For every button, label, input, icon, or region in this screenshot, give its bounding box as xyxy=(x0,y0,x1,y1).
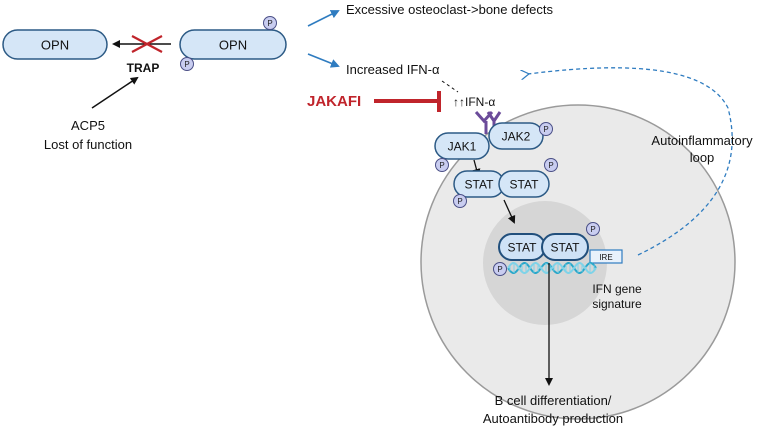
loop-label: Autoinflammatory xyxy=(651,133,753,148)
phospho-icon xyxy=(453,194,467,208)
bcell-label: B cell differentiation/ xyxy=(495,393,612,408)
opn-cleaved-label: OPN xyxy=(41,38,69,53)
autoinflammatory-loop-arrow xyxy=(528,67,733,256)
phospho-label: P xyxy=(439,161,444,170)
phospho-label: P xyxy=(497,265,502,274)
autoantibody-label: Autoantibody production xyxy=(483,411,623,426)
trap-label: TRAP xyxy=(127,61,160,75)
jak2: JAK2 P xyxy=(488,122,553,150)
excessive-osteoclast-text: Excessive osteoclast->bone defects xyxy=(346,2,554,17)
opn-cleaved: OPN xyxy=(2,29,108,60)
phospho-label: P xyxy=(590,225,595,234)
phospho-icon xyxy=(263,16,277,30)
ire-label: IRE xyxy=(599,253,612,262)
ifn-increase-arrow xyxy=(307,53,340,68)
jak1: JAK1 P xyxy=(434,132,490,172)
osteoclast-arrow xyxy=(307,10,340,27)
phospho-label: P xyxy=(184,60,189,69)
ifn-alpha-label: ↑↑IFN-α xyxy=(453,95,495,109)
ire-box xyxy=(589,249,623,264)
jak2-label: JAK2 xyxy=(502,130,531,144)
dna-helix-icon xyxy=(507,262,597,274)
opn-phospho-label: OPN xyxy=(219,38,247,53)
increased-ifn-text: Increased IFN-α xyxy=(346,62,440,77)
phospho-icon xyxy=(544,158,558,172)
phospho-label: P xyxy=(543,125,548,134)
acp5-label: ACP5 xyxy=(71,118,105,133)
stat-label: STAT xyxy=(510,178,540,192)
jak1-label: JAK1 xyxy=(448,140,477,154)
phospho-label: P xyxy=(267,19,272,28)
stat-label: STAT xyxy=(508,241,538,255)
phospho-icon xyxy=(586,222,600,236)
phospho-icon xyxy=(539,122,553,136)
stat-label: STAT xyxy=(465,178,495,192)
loop-sublabel: loop xyxy=(690,150,715,165)
ifn-dashed-link xyxy=(441,80,459,93)
phospho-icon xyxy=(435,158,449,172)
ifn-gene-sublabel: signature xyxy=(592,297,642,311)
jakafi-label: JAKAFI xyxy=(307,93,361,110)
stat-dimer-cytoplasm: STAT STAT P P xyxy=(453,158,558,208)
acp5-sublabel: Lost of function xyxy=(44,137,132,152)
ifn-gene-label: IFN gene xyxy=(592,282,642,296)
stat-to-nucleus-arrow xyxy=(503,199,516,224)
phospho-icon xyxy=(180,57,194,71)
opn-phosphorylated: OPN P P xyxy=(179,16,287,71)
blocked-cross-icon xyxy=(131,35,163,53)
stat-label: STAT xyxy=(551,241,581,255)
phospho-label: P xyxy=(548,161,553,170)
phospho-label: P xyxy=(457,197,462,206)
phospho-icon xyxy=(493,262,507,276)
stat-dimer-nucleus: STAT STAT P P xyxy=(493,222,600,276)
acp5-arrow xyxy=(91,76,139,109)
